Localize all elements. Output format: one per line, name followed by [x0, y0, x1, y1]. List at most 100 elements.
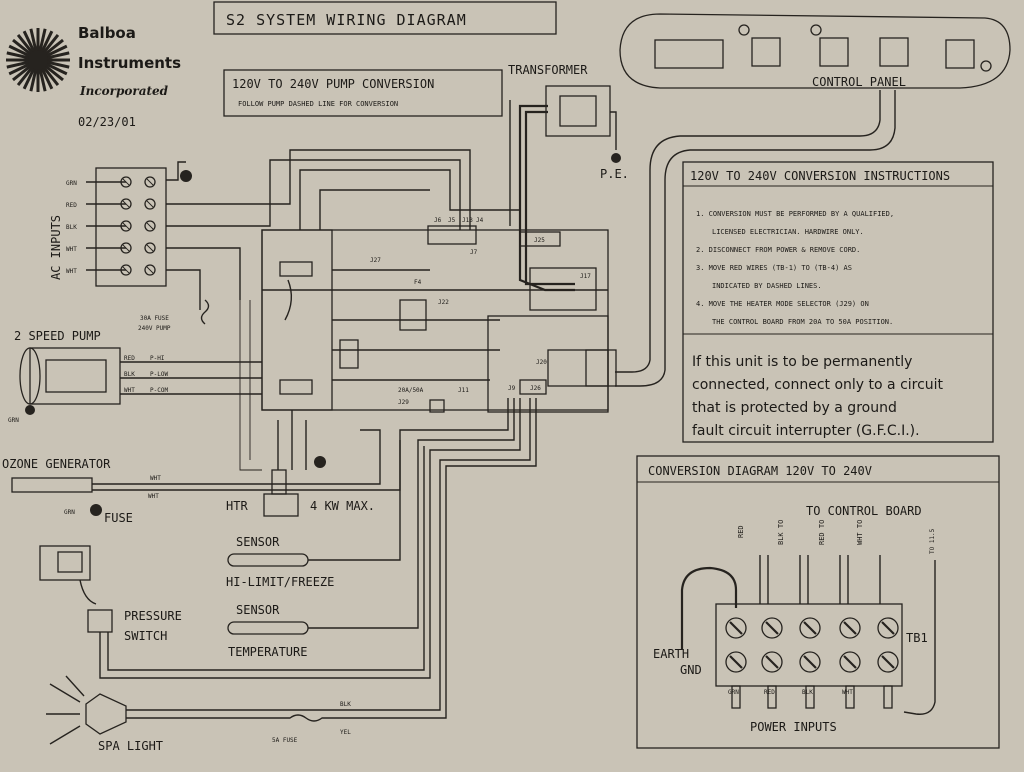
instruction-step: 1. CONVERSION MUST BE PERFORMED BY A QUA… [696, 210, 894, 218]
tb1-terminal-label: WHT [842, 689, 853, 696]
tb1-screw-icon [799, 617, 821, 639]
svg-text:SENSOR: SENSOR [236, 603, 280, 617]
instruction-step: LICENSED ELECTRICIAN. HARDWIRE ONLY. [712, 228, 864, 236]
svg-text:P-LOW: P-LOW [150, 371, 168, 378]
svg-text:TO 11.5: TO 11.5 [929, 528, 936, 554]
pump-conversion-box: 120V TO 240V PUMP CONVERSION FOLLOW PUMP… [223, 69, 503, 117]
board-connector-label: F4 [414, 279, 422, 286]
screw-terminal-icon [120, 242, 132, 254]
svg-text:PRESSURE: PRESSURE [124, 609, 182, 623]
sensors: SENSOR HI-LIMIT/FREEZE SENSOR TEMPERATUR… [226, 398, 515, 659]
svg-text:TEMPERATURE: TEMPERATURE [228, 645, 307, 659]
tb1-lead [731, 685, 741, 709]
logo-date: 02/23/01 [78, 115, 136, 129]
svg-text:HTR: HTR [226, 499, 248, 513]
panel-button [879, 37, 909, 67]
board-connector-label: J4 [476, 217, 484, 224]
svg-text:2 SPEED PUMP: 2 SPEED PUMP [14, 329, 101, 343]
board-connector-label: J17 [580, 273, 591, 280]
svg-text:RED: RED [124, 355, 135, 362]
tb1-screw-icon [761, 651, 783, 673]
ground-icon [314, 456, 326, 468]
ground-icon [90, 504, 102, 516]
svg-text:WHT: WHT [150, 475, 161, 482]
screw-terminal-icon [144, 176, 156, 188]
panel-button [751, 37, 781, 67]
logo-line1: Balboa [78, 24, 136, 42]
ac-input-wire-label: GRN [66, 180, 77, 187]
tb1-lead [767, 685, 777, 709]
svg-text:HI-LIMIT/FREEZE: HI-LIMIT/FREEZE [226, 575, 334, 589]
tb1-screw-icon [761, 617, 783, 639]
ozone-generator: OZONE GENERATOR WHT WHT GRN FUSE [2, 429, 401, 525]
svg-text:fault circuit interrupter (G.F: fault circuit interrupter (G.F.C.I.). [692, 423, 920, 439]
svg-text:P-COM: P-COM [150, 387, 168, 394]
conversion-diagram: CONVERSION DIAGRAM 120V TO 240V TO CONTR… [636, 455, 1000, 749]
logo-line3: Incorporated [79, 84, 169, 98]
panel-display [654, 39, 724, 69]
ac-input-wire-label: WHT [66, 246, 77, 253]
tb1-screw-icon [725, 651, 747, 673]
ac-input-wire-label: RED [66, 202, 77, 209]
svg-text:connected, connect only to a c: connected, connect only to a circuit [692, 377, 944, 393]
svg-text:that is protected by a ground: that is protected by a ground [692, 400, 897, 416]
svg-text:SWITCH: SWITCH [124, 629, 167, 643]
svg-text:WHT TO: WHT TO [856, 520, 864, 545]
svg-text:RED TO: RED TO [818, 520, 826, 545]
instruction-step: 2. DISCONNECT FROM POWER & REMOVE CORD. [696, 246, 860, 254]
screw-terminal-icon [120, 264, 132, 276]
ground-icon [25, 405, 35, 415]
pressure-switch: PRESSURE SWITCH [39, 398, 521, 679]
svg-text:5A FUSE: 5A FUSE [272, 737, 298, 744]
tb1-terminal-label: RED [764, 689, 775, 696]
board-connector-label: J26 [530, 385, 541, 392]
diagram-title: S2 SYSTEM WIRING DIAGRAM [213, 1, 557, 35]
tb1-terminal-label: BLK [802, 689, 813, 696]
svg-text:CONVERSION DIAGRAM 120V TO 240: CONVERSION DIAGRAM 120V TO 240V [648, 464, 872, 478]
board-connector-label: J7 [470, 249, 478, 256]
svg-text:120V TO 240V PUMP CONVERSION: 120V TO 240V PUMP CONVERSION [232, 77, 434, 91]
ac-input-wire-label: WHT [66, 268, 77, 275]
instruction-step: 4. MOVE THE HEATER MODE SELECTOR (J29) O… [696, 300, 869, 308]
svg-text:P.E.: P.E. [600, 167, 629, 181]
ground-icon [611, 153, 621, 163]
heater: HTR 4 KW MAX. [226, 410, 375, 517]
two-speed-pump: 2 SPEED PUMP GRN RED BLK WHT P-HI P-LOW … [8, 299, 262, 424]
tb1-screw-icon [839, 651, 861, 673]
svg-text:FOLLOW PUMP DASHED LINE FOR CO: FOLLOW PUMP DASHED LINE FOR CONVERSION [238, 100, 398, 108]
transformer: TRANSFORMER P.E. [508, 63, 629, 292]
tb1-lead [883, 685, 893, 709]
tb1-terminal-label: GRN [728, 689, 739, 696]
panel-button [945, 39, 975, 69]
board-connector-label: J5 [448, 217, 456, 224]
tb1-screw-icon [839, 617, 861, 639]
svg-text:SENSOR: SENSOR [236, 535, 280, 549]
tb1-lead [805, 685, 815, 709]
instruction-step: INDICATED BY DASHED LINES. [712, 282, 822, 290]
fuse-icon [200, 299, 210, 325]
svg-text:OZONE GENERATOR: OZONE GENERATOR [2, 457, 111, 471]
svg-text:GRN: GRN [8, 417, 19, 424]
svg-text:If this unit is to be permanen: If this unit is to be permanently [692, 354, 912, 370]
panel-led-icon [980, 60, 992, 72]
svg-text:WHT: WHT [124, 387, 135, 394]
tb1-screw-icon [877, 651, 899, 673]
svg-text:GND: GND [680, 663, 702, 677]
screw-terminal-icon [120, 198, 132, 210]
tb1-screw-icon [799, 651, 821, 673]
svg-text:FUSE: FUSE [104, 511, 133, 525]
board-connector-label: J20 [536, 359, 547, 366]
board-connector-label: J13 [462, 217, 473, 224]
svg-text:P-HI: P-HI [150, 355, 165, 362]
svg-text:240V PUMP: 240V PUMP [138, 325, 171, 332]
svg-text:CONTROL PANEL: CONTROL PANEL [812, 75, 906, 89]
sunburst-icon [6, 28, 70, 92]
svg-text:RED: RED [737, 525, 745, 538]
svg-text:POWER INPUTS: POWER INPUTS [750, 720, 837, 734]
balboa-logo: Balboa Instruments Incorporated 02/23/01 [6, 24, 181, 129]
board-connector-label: J25 [534, 237, 545, 244]
tb1-lead [845, 685, 855, 709]
